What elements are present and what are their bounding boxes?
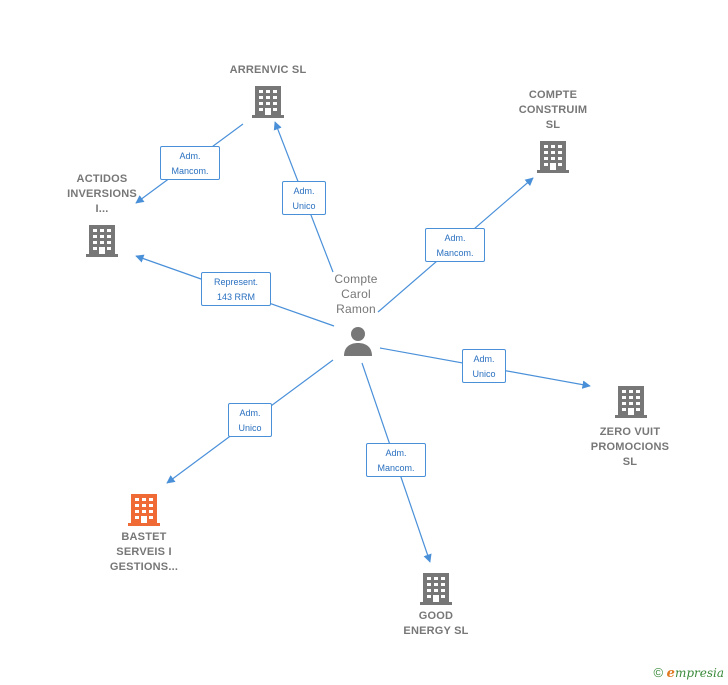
node-label-actidos[interactable]: ACTIDOS INVERSIONS I... (67, 173, 137, 215)
brand-name: mpresia (674, 666, 724, 680)
edge-lines (135, 121, 591, 563)
bastet-building-icon[interactable] (128, 494, 160, 526)
edge-label-center-to-actidos: Represent. 143 RRM (201, 272, 271, 306)
node-label-compte-construim[interactable]: COMPTE CONSTRUIM SL (518, 89, 588, 131)
center-person-icon[interactable] (344, 327, 372, 356)
compte-construim-building-icon[interactable] (537, 141, 569, 173)
node-label-zero-vuit[interactable]: ZERO VUIT PROMOCIONS SL (590, 426, 670, 468)
zero-vuit-building-icon[interactable] (615, 386, 647, 418)
brand-initial: e (666, 666, 675, 681)
footer-brand: © empresia (653, 665, 724, 681)
edge-label-center-to-good-energy: Adm. Mancom. (366, 443, 426, 477)
edge-label-center-to-zero-vuit: Adm. Unico (462, 349, 506, 383)
node-label-center[interactable]: Compte Carol Ramon (334, 272, 378, 316)
node-label-arrenvic[interactable]: ARRENVIC SL (229, 64, 307, 76)
edge-label-center-to-bastet: Adm. Unico (228, 403, 272, 437)
good-energy-building-icon[interactable] (420, 573, 452, 605)
copyright-symbol: © (653, 665, 664, 680)
edge-label-arrenvic-to-actidos: Adm. Mancom. (160, 146, 220, 180)
edge-label-center-to-compte-construim: Adm. Mancom. (425, 228, 485, 262)
arrenvic-building-icon[interactable] (252, 86, 284, 118)
node-label-good-energy[interactable]: GOOD ENERGY SL (403, 610, 469, 637)
actidos-building-icon[interactable] (86, 225, 118, 257)
edge-label-center-to-arrenvic: Adm. Unico (282, 181, 326, 215)
node-label-bastet[interactable]: BASTET SERVEIS I GESTIONS... (109, 531, 179, 573)
